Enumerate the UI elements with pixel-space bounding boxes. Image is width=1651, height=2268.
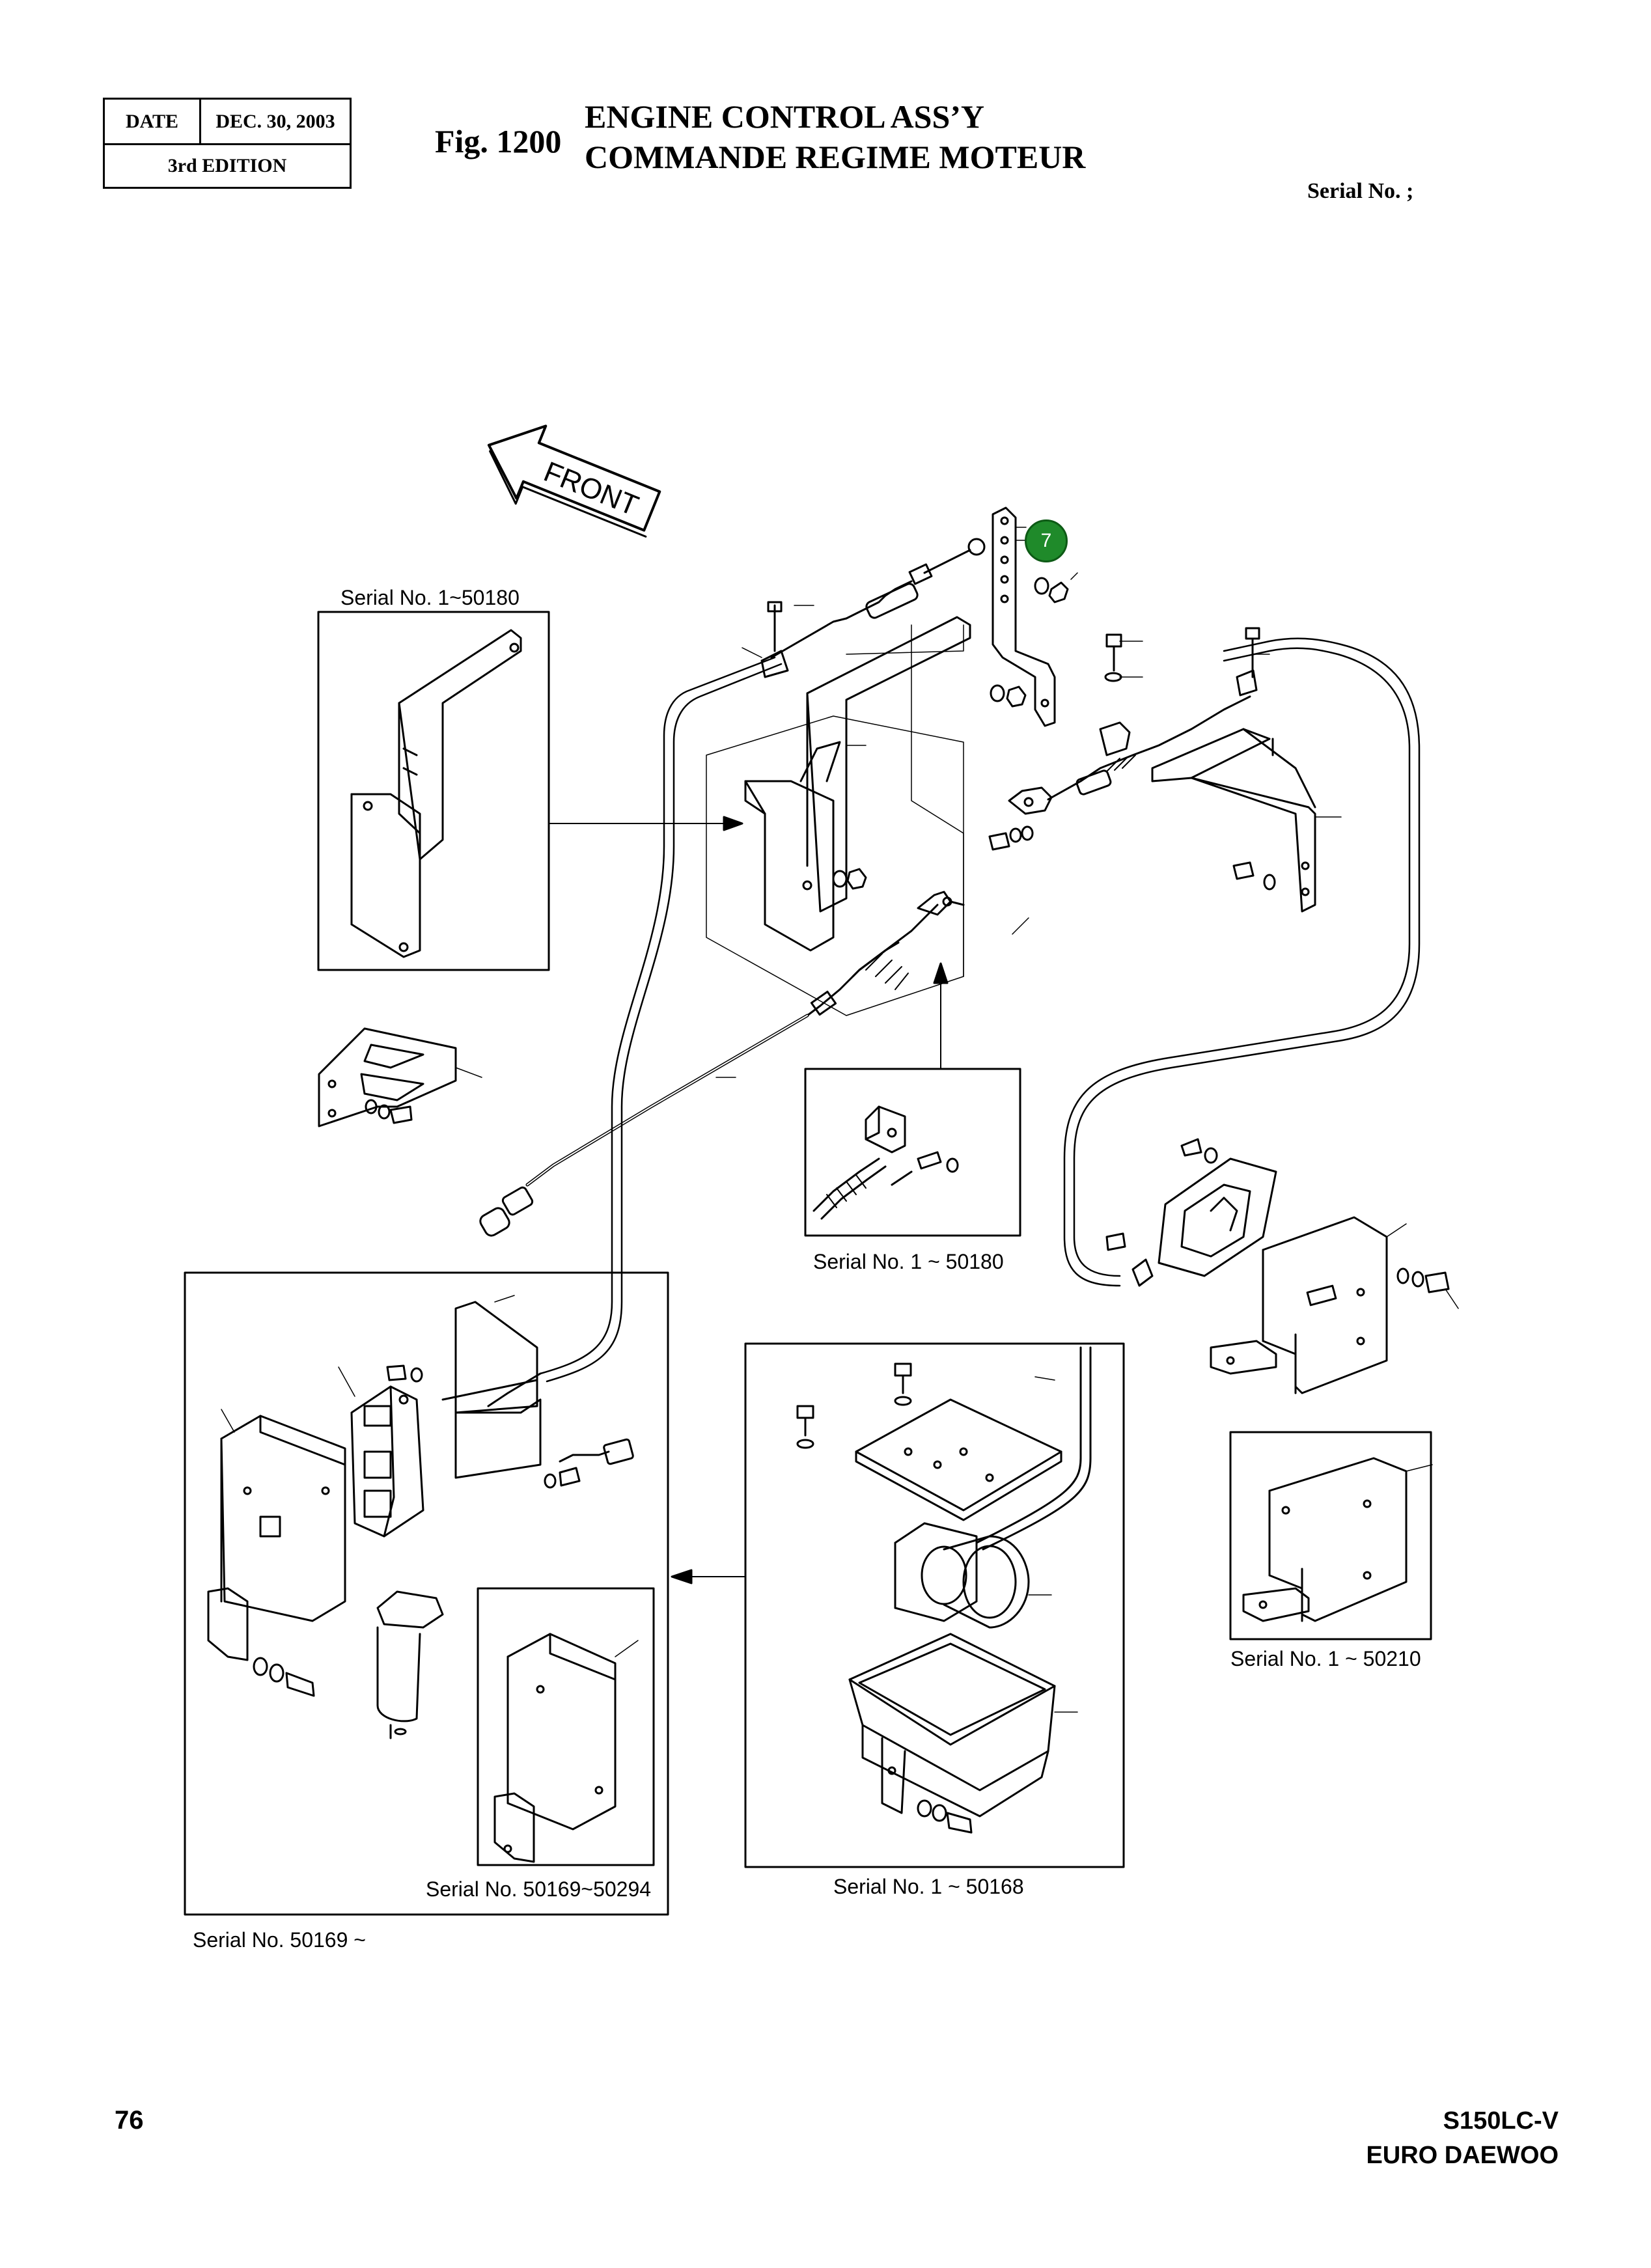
inset-cover-frame [477,1587,655,1866]
solenoid-plates [441,1301,542,1479]
date-box: DATE DEC. 30, 2003 3rd EDITION [103,98,352,189]
front-arrow: FRONT [487,424,661,538]
serial-label-4: Serial No. 1 ~ 50168 [833,1875,1024,1898]
cable-loop-left [539,656,776,1375]
serial-heading: Serial No. ; [1307,179,1414,203]
cover-50169-50294 [493,1633,617,1863]
bolts-right [988,627,1276,891]
inset-bracket-frame [317,611,550,971]
serial-label-3: Serial No. 1 ~ 50210 [1230,1647,1421,1670]
bracket-inset-part [350,629,522,958]
clevis-detail [812,1105,959,1220]
edition-label: 3rd EDITION [167,155,287,176]
nut-washer-upper [990,577,1069,708]
date-label: DATE [105,100,201,143]
date-value: DEC. 30, 2003 [215,110,335,132]
left-inset-fasteners [253,1364,581,1697]
figure-number: Fig. 1200 [435,123,562,159]
serial-label-1: Serial No. 1~50180 [340,586,520,609]
cable-end-fitting [479,1186,534,1237]
lever-plate [992,506,1056,727]
fuel-filter [376,1590,444,1739]
cable-into-box [487,1372,634,1465]
clip-right [1099,669,1258,756]
motor-fasteners [796,1362,973,1834]
serial-label-6: Serial No. 50169 ~ [193,1928,366,1952]
serial-label-2: Serial No. 1 ~ 50180 [813,1250,1004,1273]
solenoid-unit [350,1385,424,1538]
inset-motor-frame [744,1342,1125,1868]
cable-loop-right [1073,637,1421,1277]
title-english: ENGINE CONTROL ASS’Y [585,98,985,135]
throttle-cable-right [1008,695,1251,815]
leader-lines [221,527,1459,1713]
date-row: DATE DEC. 30, 2003 [105,100,350,145]
right-bracket [1151,728,1316,913]
brand-name: EURO DAEWOO [1366,2142,1559,2169]
left-lower-bracket [318,1027,457,1127]
callout-marker[interactable]: 7 [1025,519,1068,562]
solenoid-box-left [207,1415,346,1661]
cable-long [525,1014,809,1187]
page-number: 76 [115,2106,144,2135]
right-solenoid-fasteners [1105,1138,1450,1293]
bracket-50210 [1242,1457,1408,1622]
nut-washer-mid [832,868,867,890]
inset-solenoid-frame [184,1271,669,1916]
title-french: COMMANDE REGIME MOTEUR [585,139,1086,175]
inset-clevis-frame [804,1068,1021,1237]
inset-bracket-50210-frame [1229,1431,1432,1640]
model-name: S150LC-V [1443,2107,1559,2135]
main-bracket [744,616,971,952]
throttle-cable-lower [806,891,965,1017]
motor-assembly [848,1346,1092,1818]
right-solenoid-bracket [1158,1157,1388,1394]
serial-label-5: Serial No. 50169~50294 [426,1877,652,1901]
throttle-cable-upper [770,538,986,659]
